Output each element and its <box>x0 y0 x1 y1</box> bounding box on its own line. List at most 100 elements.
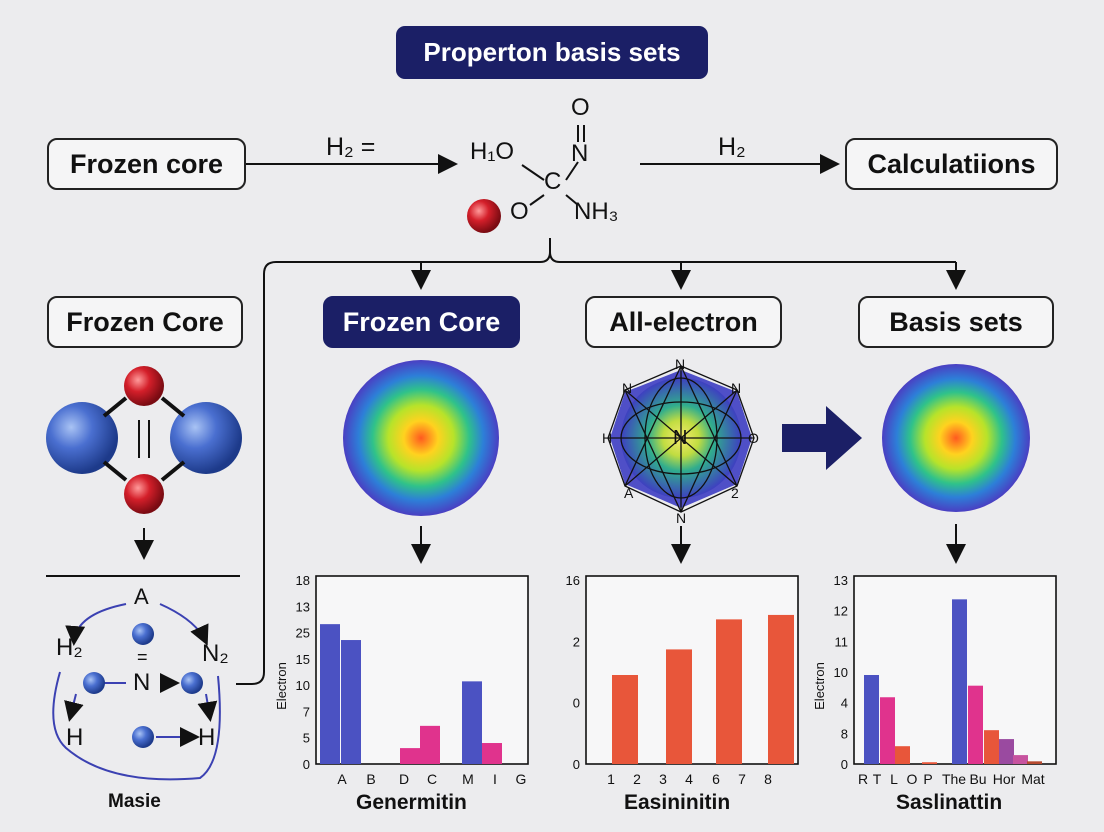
x-tick-label: 8 <box>764 771 772 787</box>
x-tick-label: M <box>462 771 474 787</box>
bar <box>462 681 482 764</box>
x-tick-label: L <box>890 771 898 787</box>
column-basis-sets: Basis sets <box>858 296 1054 348</box>
x-tick-label: 4 <box>685 771 693 787</box>
column-frozen-core-1: Frozen Core <box>47 296 243 348</box>
y-tick-label: 0 <box>303 757 310 772</box>
y-tick-label: 10 <box>834 665 848 680</box>
bar <box>880 697 895 764</box>
red-atom-bottom-icon <box>124 474 164 514</box>
x-tick-label: A <box>337 771 347 787</box>
x-tick-label: C <box>427 771 437 787</box>
bar <box>400 748 420 764</box>
y-axis-label: Electron <box>812 662 827 710</box>
bar <box>768 614 794 764</box>
y-tick-label: 11 <box>835 634 849 649</box>
y-tick-label: 15 <box>296 652 310 667</box>
network-double-bond: = <box>137 647 148 667</box>
poly-label-lower-left: A <box>624 485 634 501</box>
bar <box>999 739 1014 764</box>
x-tick-label: R <box>858 771 868 787</box>
y-tick-label: 25 <box>296 626 310 641</box>
x-tick-label: 7 <box>738 771 746 787</box>
column-all-electron: All-electron <box>585 296 782 348</box>
bar <box>716 619 742 764</box>
y-axis-label: Electron <box>274 662 289 710</box>
bar <box>984 730 999 764</box>
y-tick-label: 13 <box>834 573 848 588</box>
y-tick-label: 10 <box>296 678 310 693</box>
molecule-h1o: H₁O <box>470 138 515 165</box>
x-tick-label: 1 <box>607 771 615 787</box>
poly-label-upper-left: N <box>622 380 633 396</box>
calculations-box: Calculatiions <box>845 138 1058 190</box>
x-tick-label: 3 <box>659 771 667 787</box>
red-atom-icon <box>467 199 501 233</box>
y-tick-label: 18 <box>296 573 310 588</box>
bar <box>341 640 361 764</box>
x-tick-label: B <box>366 771 375 787</box>
page-title: Properton basis sets <box>396 26 708 79</box>
network-atom-right-icon <box>181 672 203 694</box>
bar <box>922 762 937 764</box>
y-tick-label: 7 <box>303 704 310 719</box>
chart-2-xlabel: Easininitin <box>624 791 731 814</box>
red-atom-top-icon <box>124 366 164 406</box>
bar <box>895 746 910 764</box>
y-tick-label: 0 <box>573 696 580 711</box>
y-tick-label: 13 <box>296 599 310 614</box>
molecule-n-top: N <box>571 140 589 167</box>
chart-2: 16 2 0 0 1 2 3 4 6 7 8 <box>566 573 794 787</box>
x-tick-label: The <box>942 771 966 787</box>
blue-atom-right-icon <box>170 402 242 474</box>
poly-label-lower-right: 2 <box>731 485 739 501</box>
chart-1-xlabel: Genermitin <box>356 791 467 814</box>
density-sphere-frozen-icon <box>343 360 499 516</box>
bar <box>612 675 638 764</box>
network-label-h-left: H <box>66 724 84 751</box>
poly-label-bottom: N <box>676 510 687 526</box>
bar <box>864 675 879 764</box>
poly-label-left: H <box>602 430 613 446</box>
molecule-nh3: NH₃ <box>574 198 619 225</box>
y-tick-label: 2 <box>573 634 580 649</box>
molecule-c: C <box>544 168 562 195</box>
all-electron-polyhedron-icon <box>607 365 755 513</box>
network-atom-top-icon <box>132 623 154 645</box>
y-tick-label: 0 <box>573 757 580 772</box>
blue-atom-left-icon <box>46 402 118 474</box>
network-label-h-right: H <box>198 724 216 751</box>
column-frozen-core-2: Frozen Core <box>323 296 520 348</box>
poly-label-center: N <box>673 427 688 449</box>
network-label-a: A <box>134 584 149 609</box>
poly-label-upper-right: N <box>731 380 742 396</box>
density-sphere-basis-icon <box>882 364 1030 512</box>
x-tick-label: Bu <box>969 771 986 787</box>
bar <box>482 743 502 764</box>
branch-connector <box>236 238 551 685</box>
x-tick-label: I <box>493 771 497 787</box>
x-tick-label: G <box>516 771 527 787</box>
arrow-label-h2: H₂ <box>718 133 746 161</box>
bar <box>1027 761 1042 764</box>
x-tick-label: O <box>907 771 918 787</box>
molecule-o-top: O <box>571 94 590 121</box>
network-label-n: N <box>133 669 151 696</box>
x-tick-label: 6 <box>712 771 720 787</box>
bar <box>666 649 692 764</box>
y-tick-label: 5 <box>303 731 310 746</box>
network-caption: Masie <box>108 791 161 812</box>
x-tick-label: Mat <box>1021 771 1044 787</box>
bar <box>1013 755 1028 764</box>
x-tick-label: 2 <box>633 771 641 787</box>
network-atom-left-icon <box>83 672 105 694</box>
y-tick-label: 12 <box>834 604 848 619</box>
y-tick-label: 16 <box>566 573 580 588</box>
poly-label-top: N <box>675 356 686 372</box>
x-tick-label: P <box>923 771 932 787</box>
big-arrow-icon <box>782 406 862 470</box>
